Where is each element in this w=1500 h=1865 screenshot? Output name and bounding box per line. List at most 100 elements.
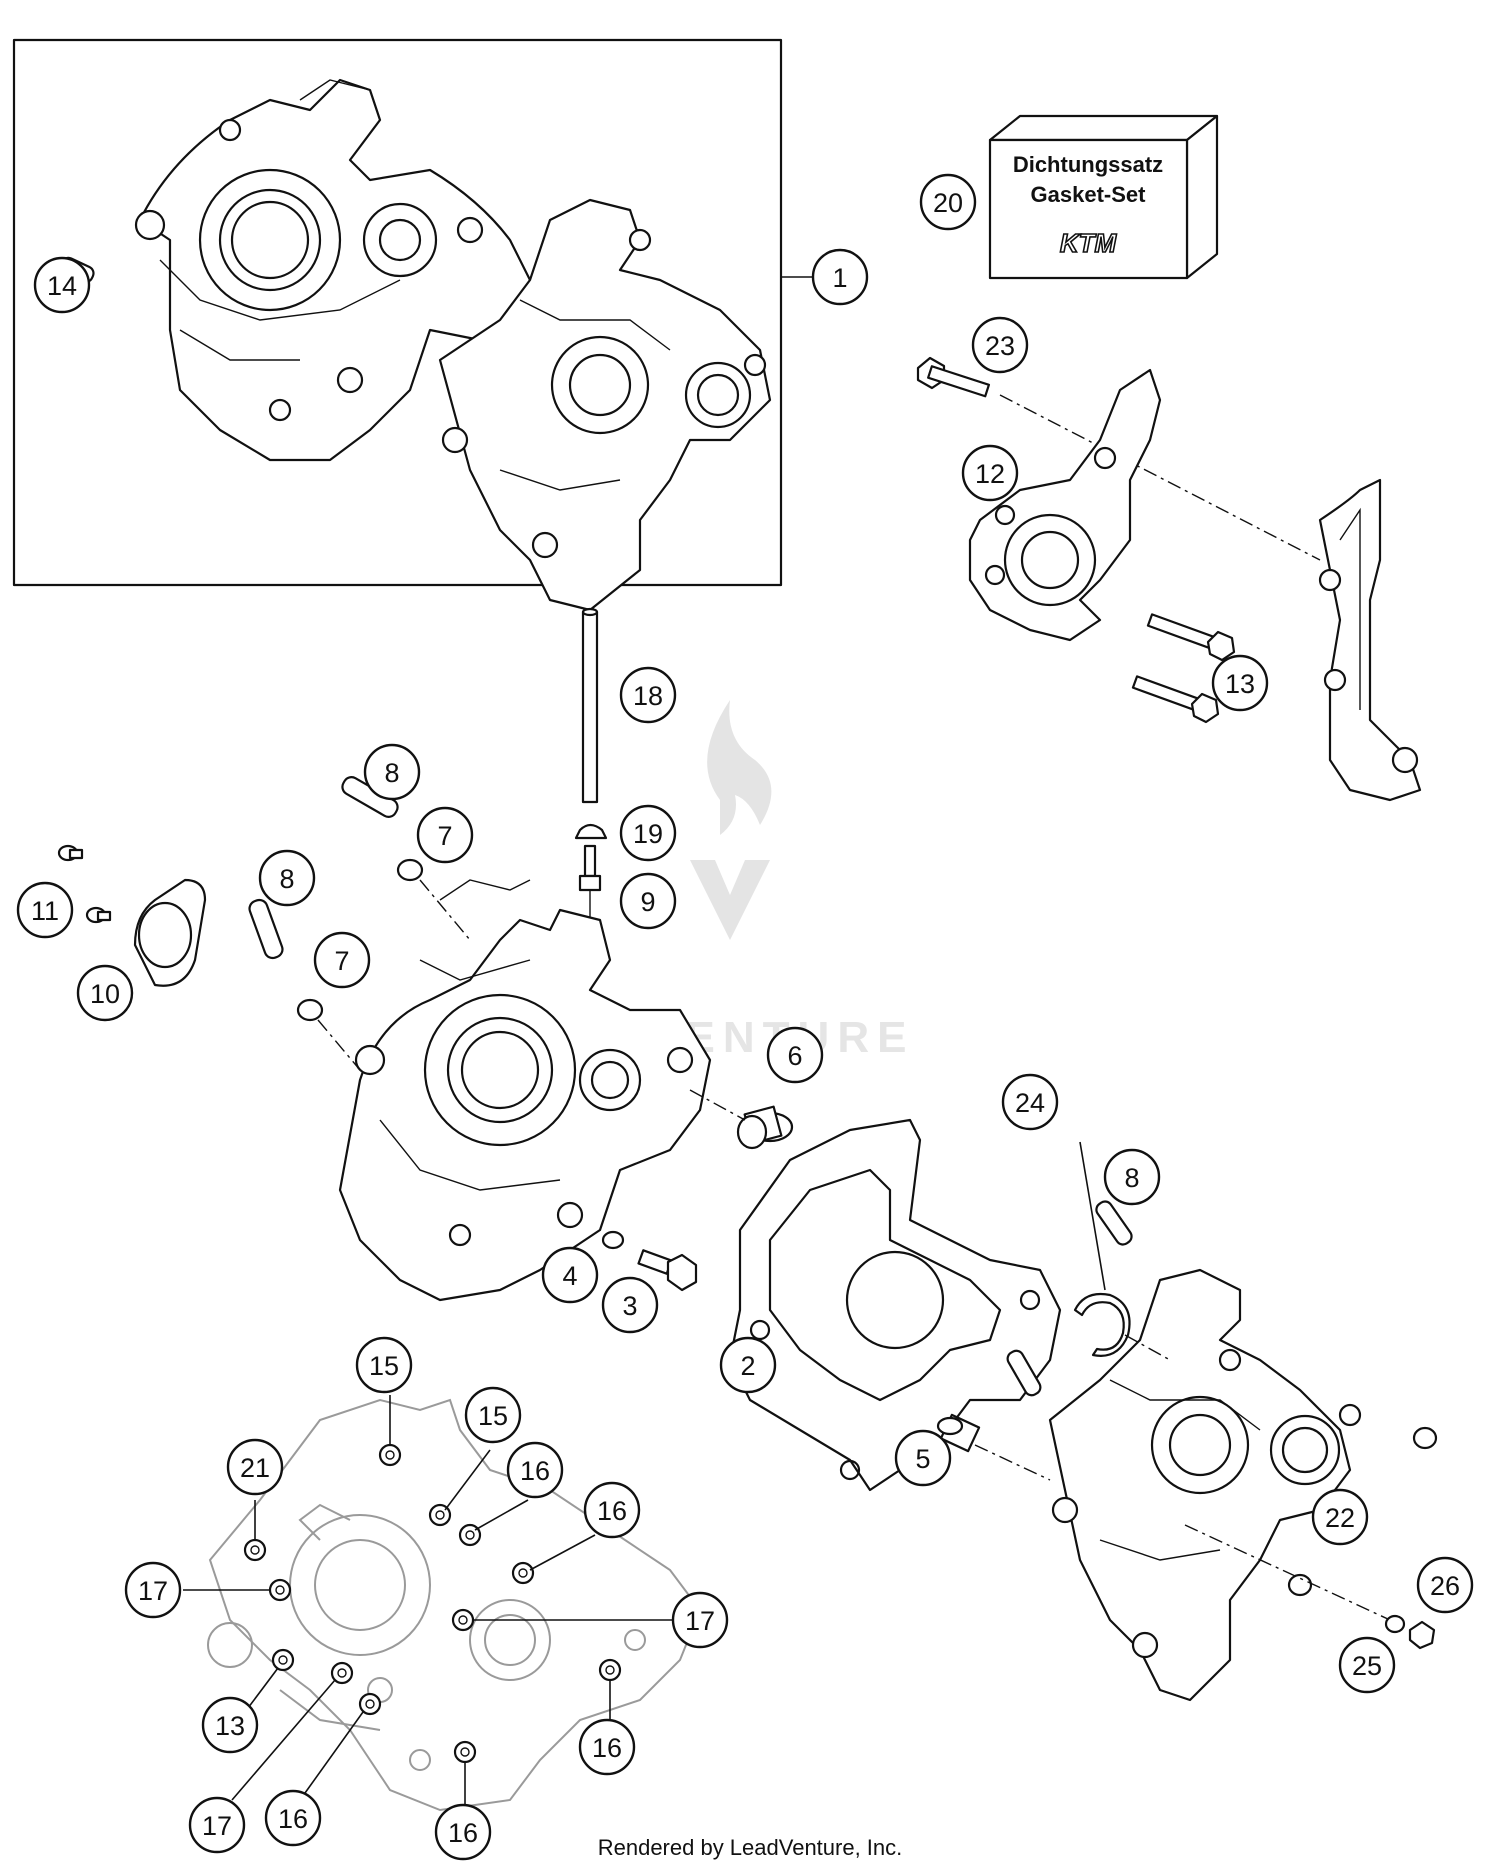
svg-text:17: 17 — [138, 1576, 168, 1606]
svg-text:14: 14 — [47, 271, 77, 301]
rod-tip — [581, 607, 599, 617]
callout-25[interactable]: 25 — [1338, 1636, 1396, 1694]
sleeve-22-upper — [1412, 1426, 1438, 1450]
svg-text:15: 15 — [478, 1401, 508, 1431]
callout-4[interactable]: 4 — [541, 1246, 599, 1304]
svg-text:4: 4 — [562, 1261, 577, 1291]
callout-16-e[interactable]: 16 — [434, 1803, 492, 1861]
crankcase-gasket-2 — [728, 1118, 1062, 1492]
gasket-box-line2: Gasket-Set — [1031, 182, 1147, 207]
callout-26[interactable]: 26 — [1416, 1556, 1474, 1614]
callout-20[interactable]: 20 — [919, 173, 977, 231]
nut-17-b — [451, 1608, 475, 1632]
callout-14[interactable]: 14 — [33, 256, 91, 314]
svg-text:11: 11 — [31, 896, 59, 926]
gasket-set-box: Dichtungssatz Gasket-Set KTM — [988, 114, 1219, 280]
callout-5[interactable]: 5 — [894, 1429, 952, 1487]
screw-13-lower — [1131, 675, 1220, 724]
nut-21 — [243, 1538, 267, 1562]
callout-16-d[interactable]: 16 — [578, 1718, 636, 1776]
callout-19[interactable]: 19 — [619, 804, 677, 862]
crankcase-right-half-22 — [1048, 1268, 1362, 1702]
snap-ring-24 — [1073, 1292, 1131, 1357]
callout-8-left[interactable]: 8 — [258, 849, 316, 907]
svg-text:19: 19 — [633, 819, 663, 849]
svg-text:8: 8 — [1124, 1163, 1139, 1193]
svg-text:16: 16 — [592, 1733, 622, 1763]
callout-17-c[interactable]: 17 — [188, 1796, 246, 1854]
sleeve-7-left — [296, 998, 324, 1022]
svg-text:16: 16 — [520, 1456, 550, 1486]
callout-24[interactable]: 24 — [1001, 1073, 1059, 1131]
svg-text:21: 21 — [240, 1453, 270, 1483]
svg-text:13: 13 — [215, 1711, 245, 1741]
crankcase-kit-frame — [12, 38, 783, 587]
ignition-cover-12 — [968, 368, 1162, 642]
svg-text:3: 3 — [622, 1291, 637, 1321]
callout-15-a[interactable]: 15 — [355, 1336, 413, 1394]
callout-9[interactable]: 9 — [619, 872, 677, 930]
frame-bracket — [1318, 478, 1422, 802]
clip-19 — [574, 823, 608, 840]
svg-text:16: 16 — [448, 1818, 478, 1848]
gasket-box-line1: Dichtungssatz — [1013, 152, 1163, 177]
callout-8-right[interactable]: 8 — [1103, 1148, 1161, 1206]
callout-11[interactable]: 11 — [16, 881, 74, 939]
axis-line-5 — [974, 1444, 1051, 1481]
callout-16-b[interactable]: 16 — [583, 1481, 641, 1539]
watermark: ENTURE — [686, 700, 906, 1062]
screw-13-upper — [1146, 613, 1236, 662]
svg-text:9: 9 — [640, 887, 655, 917]
callout-13-top[interactable]: 13 — [1211, 654, 1269, 712]
nut-16-e — [453, 1740, 477, 1764]
axis-line-24 — [1124, 1334, 1171, 1361]
callout-15-b[interactable]: 15 — [464, 1386, 522, 1444]
nut-16-c — [358, 1692, 382, 1716]
nut-16-b — [511, 1561, 535, 1585]
axis-line-6 — [689, 1089, 746, 1121]
callout-6[interactable]: 6 — [766, 1026, 824, 1084]
axis-line-7b — [317, 1019, 361, 1071]
callout-7-left[interactable]: 7 — [313, 931, 371, 989]
callout-21[interactable]: 21 — [226, 1438, 284, 1496]
sleeve-22-lower — [1287, 1573, 1313, 1597]
svg-text:25: 25 — [1352, 1651, 1382, 1681]
svg-text:5: 5 — [915, 1444, 930, 1474]
svg-text:7: 7 — [437, 821, 452, 851]
callout-2[interactable]: 2 — [719, 1336, 777, 1394]
callout-7-upper[interactable]: 7 — [416, 806, 474, 864]
callout-16-a[interactable]: 16 — [506, 1441, 564, 1499]
nut-15-a — [378, 1443, 402, 1467]
screw-plug-9 — [578, 844, 602, 892]
crankcase-left-half-top — [134, 78, 532, 462]
leader-24 — [1079, 1141, 1106, 1291]
callout-16-c[interactable]: 16 — [264, 1789, 322, 1847]
svg-text:22: 22 — [1325, 1503, 1355, 1533]
svg-text:15: 15 — [369, 1351, 399, 1381]
sensor-rod-18 — [581, 610, 599, 804]
leaders-bottom — [183, 1395, 672, 1805]
axis-line-7a — [419, 879, 471, 941]
callout-22[interactable]: 22 — [1311, 1488, 1369, 1546]
callout-18[interactable]: 18 — [619, 666, 677, 724]
svg-text:23: 23 — [985, 331, 1015, 361]
callout-12[interactable]: 12 — [961, 444, 1019, 502]
crankcase-left-half-center — [338, 879, 712, 1302]
svg-text:16: 16 — [278, 1804, 308, 1834]
callout-3[interactable]: 3 — [601, 1276, 659, 1334]
nut-16-d — [598, 1658, 622, 1682]
callout-10[interactable]: 10 — [76, 964, 134, 1022]
svg-text:1: 1 — [832, 263, 847, 293]
callout-17-a[interactable]: 17 — [124, 1561, 182, 1619]
gasket-10 — [133, 878, 207, 987]
callout-8-upper[interactable]: 8 — [363, 743, 421, 801]
nut-17-c — [330, 1661, 354, 1685]
callout-13-bottom[interactable]: 13 — [201, 1696, 259, 1754]
svg-text:20: 20 — [933, 188, 963, 218]
washer-25 — [1384, 1614, 1406, 1634]
callout-17-b[interactable]: 17 — [671, 1591, 729, 1649]
callout-1[interactable]: 1 — [811, 248, 869, 306]
svg-text:2: 2 — [740, 1351, 755, 1381]
callout-23[interactable]: 23 — [971, 316, 1029, 374]
